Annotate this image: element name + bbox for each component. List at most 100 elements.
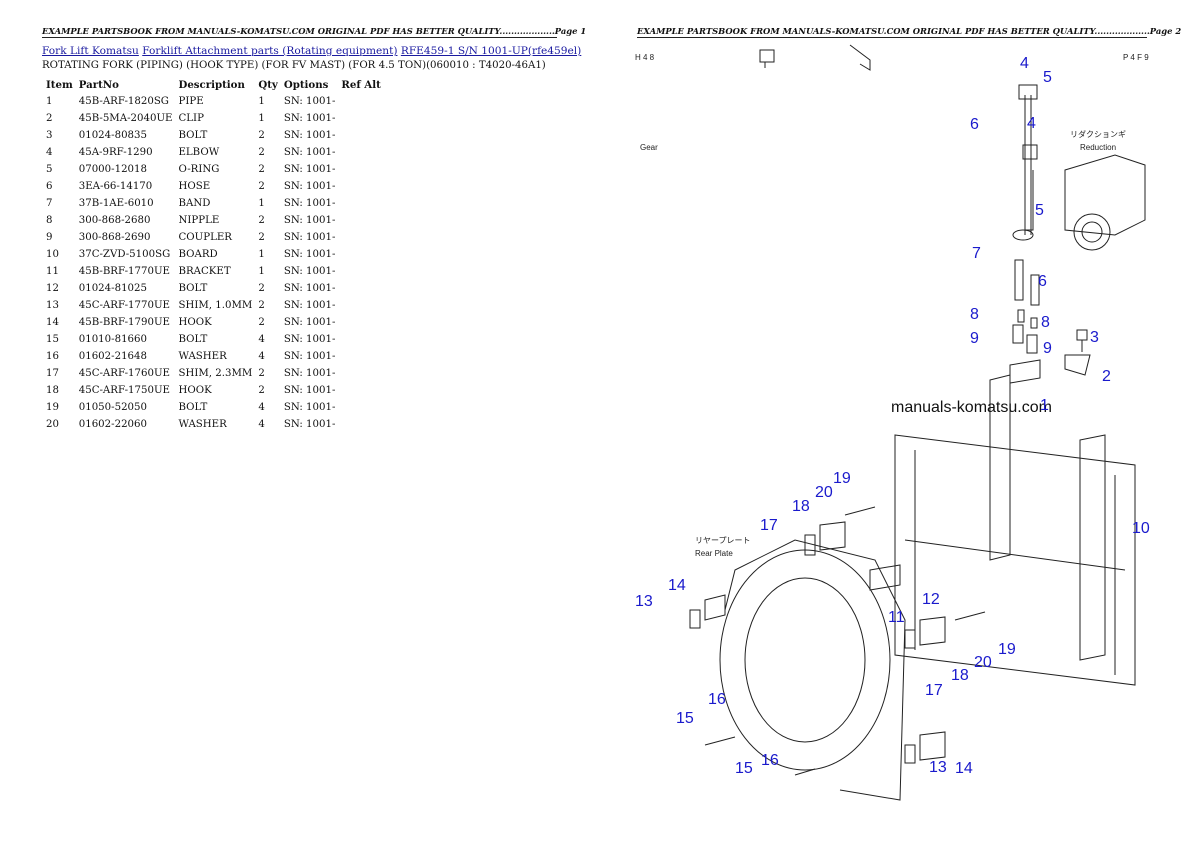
cell-partno: 45C-ARF-1760UE (78, 368, 170, 379)
hose-ends-drawing (1014, 259, 1040, 306)
cell-options: SN: 1001- (283, 232, 336, 243)
cell-description: O-RING (178, 164, 220, 175)
callout-17: 17 (760, 517, 778, 534)
callout-7: 7 (972, 245, 981, 262)
cell-qty: 2 (258, 385, 265, 396)
cell-item: 3 (46, 130, 53, 141)
callout-13: 13 (929, 759, 947, 776)
callout-16: 16 (708, 691, 726, 708)
breadcrumb: Fork Lift Komatsu Forklift Attachment pa… (42, 45, 581, 57)
cell-partno: 01050-52050 (78, 402, 147, 413)
cell-description: SHIM, 2.3MM (178, 368, 253, 379)
clip-bracket-drawing (1064, 354, 1091, 376)
cell-description: HOSE (178, 181, 211, 192)
reduction-gear-hub (1081, 221, 1103, 243)
cell-qty: 4 (258, 419, 265, 430)
cell-item: 2 (46, 113, 53, 124)
hook-shim-top (804, 521, 846, 556)
rear-plate-jp-label: リヤープレート (695, 536, 751, 545)
cell-options: SN: 1001- (283, 215, 336, 226)
callout-1: 1 (1040, 397, 1049, 414)
cell-item: 11 (46, 266, 59, 277)
cell-options: SN: 1001- (283, 300, 336, 311)
cell-partno: 01010-81660 (78, 334, 147, 345)
breadcrumb-link-group[interactable]: Forklift Attachment parts (Rotating equi… (142, 45, 398, 57)
hose-drawing (1024, 170, 1034, 231)
cell-item: 9 (46, 232, 53, 243)
callout-19: 19 (833, 470, 851, 487)
breadcrumb-link-category[interactable]: Fork Lift Komatsu (42, 45, 139, 57)
cell-qty: 1 (258, 96, 265, 107)
watermark-text: manuals-komatsu.com (891, 399, 1052, 416)
callout-9: 9 (970, 330, 979, 347)
cell-options: SN: 1001- (283, 181, 336, 192)
reduction-gear-drawing (1064, 154, 1146, 236)
callout-20: 20 (974, 654, 992, 671)
cell-options: SN: 1001- (283, 351, 336, 362)
callout-2: 2 (1102, 368, 1111, 385)
page-header: EXAMPLE PARTSBOOK FROM MANUALS-KOMATSU.C… (42, 26, 587, 38)
cell-partno: 07000-12018 (78, 164, 147, 175)
cell-qty: 2 (258, 317, 265, 328)
cell-item: 4 (46, 147, 53, 158)
cell-options: SN: 1001- (283, 334, 336, 345)
cell-description: BOLT (178, 130, 208, 141)
callout-15: 15 (676, 710, 694, 727)
cell-qty: 4 (258, 351, 265, 362)
cell-partno: 01024-80835 (78, 130, 147, 141)
cell-qty: 1 (258, 198, 265, 209)
cell-partno: 45B-BRF-1790UE (78, 317, 170, 328)
callout-18: 18 (792, 498, 810, 515)
cell-description: COUPLER (178, 232, 232, 243)
col-qty: Qty (258, 78, 278, 91)
cell-qty: 2 (258, 130, 265, 141)
callout-16: 16 (761, 752, 779, 769)
callout-12: 12 (922, 591, 940, 608)
callout-20: 20 (815, 484, 833, 501)
exploded-parts-diagram: H 4 8 P 4 F 9 Gear リダクションギ Reduction リヤー… (635, 44, 1150, 801)
hook-shim-right (904, 616, 946, 649)
cell-options: SN: 1001- (283, 368, 336, 379)
rear-plate-outline (724, 539, 906, 801)
cell-qty: 1 (258, 113, 265, 124)
cell-description: BOLT (178, 334, 208, 345)
col-description: Description (178, 78, 245, 91)
fork-carriage-frame (894, 434, 1136, 686)
elbow-drawing (1018, 84, 1038, 100)
callout-6: 6 (970, 116, 979, 133)
col-partno: PartNo (78, 78, 119, 91)
cell-partno: 300-868-2680 (78, 215, 151, 226)
cell-options: SN: 1001- (283, 96, 336, 107)
cell-options: SN: 1001- (283, 317, 336, 328)
cell-partno: 01602-22060 (78, 419, 147, 430)
cell-partno: 45A-9RF-1290 (78, 147, 153, 158)
callout-8: 8 (970, 306, 979, 323)
cell-partno: 45C-ARF-1750UE (78, 385, 170, 396)
cell-qty: 4 (258, 402, 265, 413)
cell-partno: 45C-ARF-1770UE (78, 300, 170, 311)
page-header: EXAMPLE PARTSBOOK FROM MANUALS-KOMATSU.C… (637, 26, 1182, 38)
cell-description: BRACKET (178, 266, 231, 277)
cell-partno: 01602-21648 (78, 351, 147, 362)
breadcrumb-link-model[interactable]: RFE459-1 S/N 1001-UP(rfe459el) (400, 45, 582, 57)
cell-qty: 2 (258, 147, 265, 158)
cell-item: 15 (46, 334, 59, 345)
rear-plate-en-label: Rear Plate (695, 549, 733, 558)
cell-description: HOOK (178, 317, 212, 328)
band-drawing (1012, 229, 1034, 241)
reduction-gear-flange (1073, 213, 1111, 251)
cell-options: SN: 1001- (283, 198, 336, 209)
cell-description: WASHER (178, 351, 227, 362)
mast-left-rail (989, 374, 1011, 561)
cell-qty: 2 (258, 283, 265, 294)
